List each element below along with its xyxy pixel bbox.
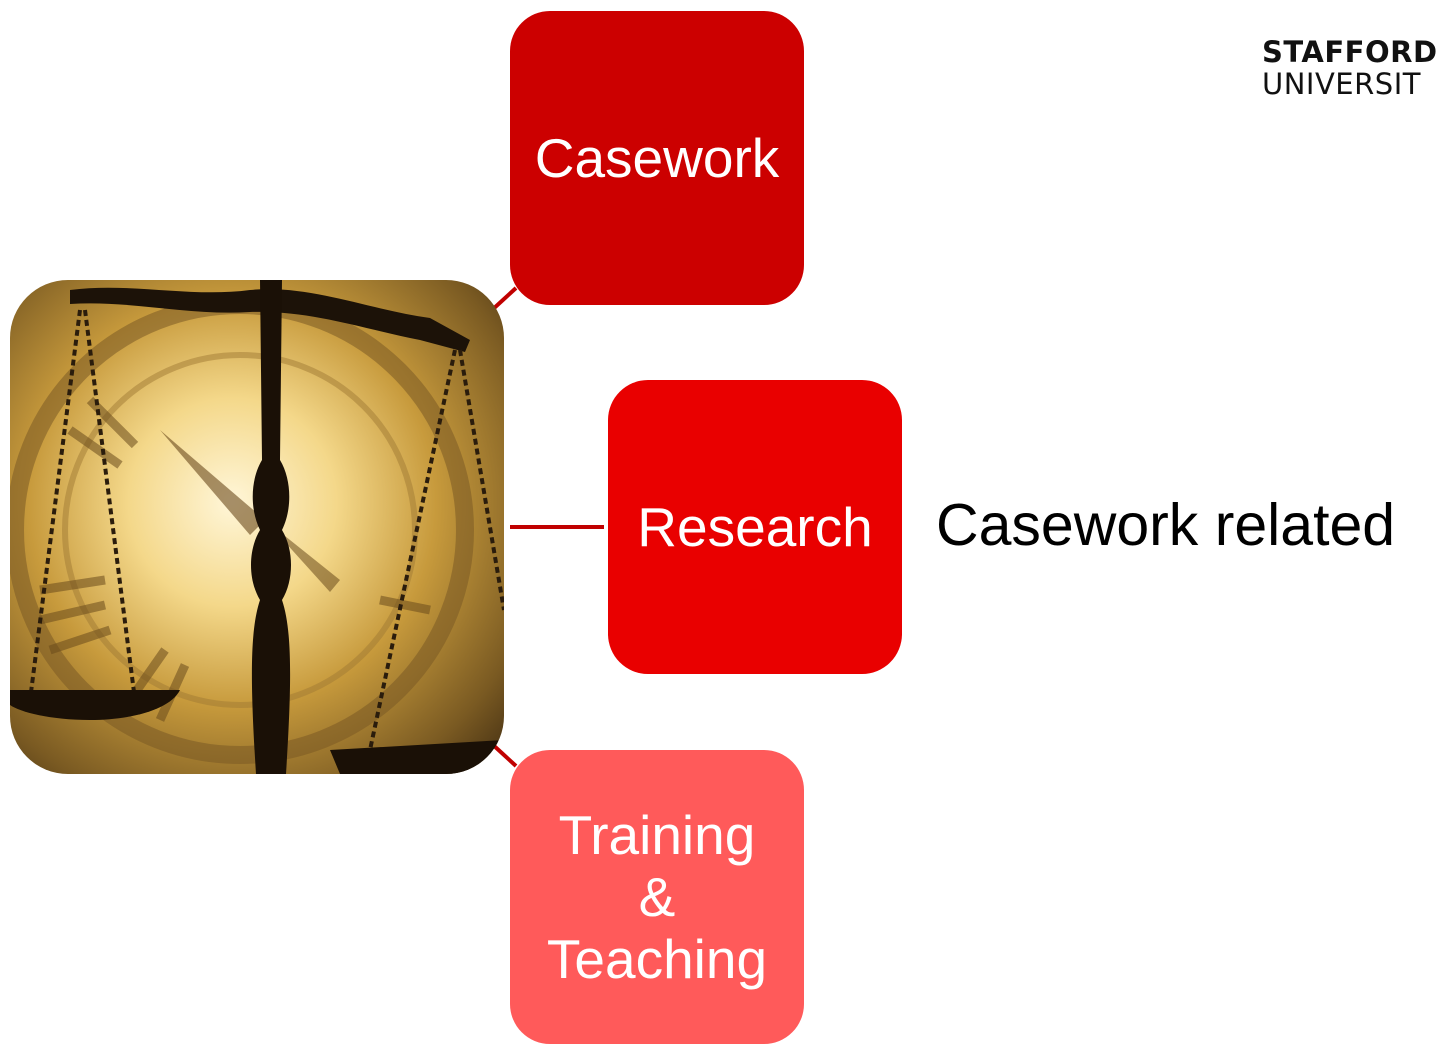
casework-related-text: Casework related [936,492,1396,558]
casework-label: Casework [534,127,780,189]
training-teaching-label: Training & Teaching [546,804,768,990]
research-label: Research [637,496,873,558]
scales-of-justice-image [10,280,504,774]
logo-line-1: STAFFORD [1262,35,1438,69]
training-teaching-node: Training & Teaching [510,750,804,1044]
connector-training [490,742,518,768]
research-node: Research [608,380,902,674]
connector-casework [490,286,518,312]
university-logo: STAFFORD UNIVERSIT [1262,36,1438,100]
casework-node: Casework [510,11,804,305]
logo-line-2: UNIVERSIT [1262,67,1421,101]
